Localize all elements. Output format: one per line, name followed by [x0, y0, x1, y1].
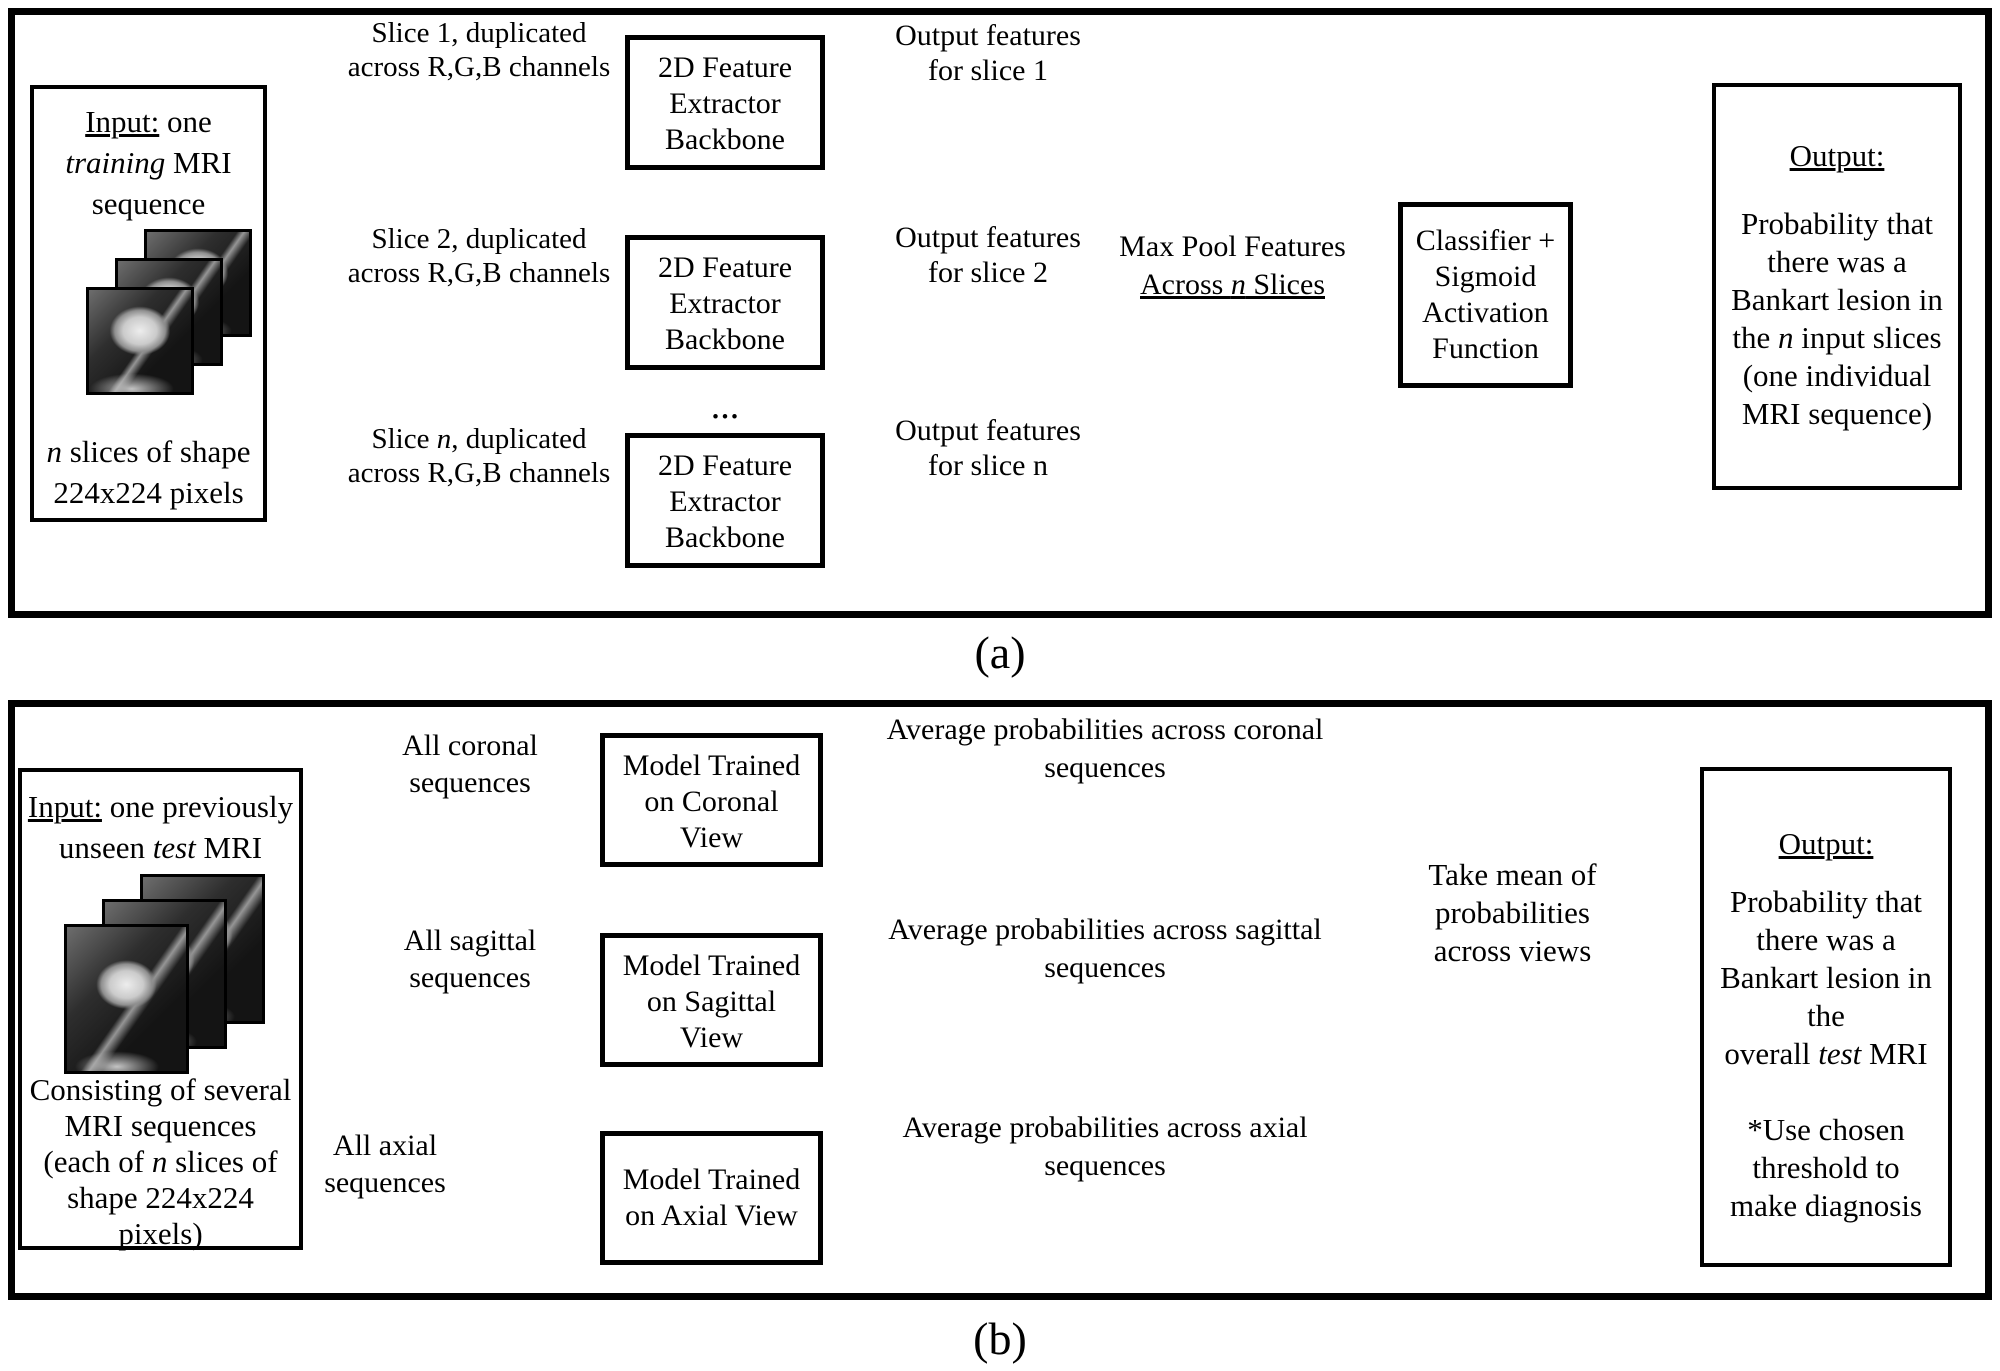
input-box-a: Input: one training MRI sequence n slice…: [30, 85, 267, 522]
output-b-note: *Use chosen threshold to make diagnosis: [1730, 1112, 1922, 1223]
mri-slice-front: [64, 924, 189, 1074]
output-a-text: Probability that there was a Bankart les…: [1731, 206, 1943, 431]
output-box-b: Output: Probability that there was a Ban…: [1700, 767, 1952, 1267]
panel-b-border: [8, 700, 1992, 1300]
output-a-heading: Output:: [1789, 138, 1885, 173]
slice-label-n: Slice n, duplicated across R,G,B channel…: [347, 423, 611, 489]
output-b-text: Probability that there was a Bankart les…: [1720, 884, 1932, 1071]
input-a-title: Input: one training MRI sequence: [65, 104, 232, 221]
panel-a-border: [8, 8, 1992, 618]
output-box-a: Output: Probability that there was a Ban…: [1712, 83, 1962, 490]
caption-b: (b): [973, 1313, 1027, 1364]
mri-stack-b: [64, 874, 269, 1074]
slice-label-2: Slice 2, duplicated across R,G,B channel…: [347, 223, 611, 289]
caption-a: (a): [974, 627, 1026, 678]
input-b-title: Input: one previously unseen test MRI: [27, 789, 294, 865]
mri-slice-front: [86, 287, 194, 395]
output-b-heading: Output:: [1778, 826, 1874, 861]
input-box-b: Input: one previously unseen test MRI Co…: [18, 768, 303, 1251]
take-mean-label: Take mean of probabilities across views: [1428, 857, 1597, 968]
input-a-footer: n slices of shape 224x224 pixels: [46, 434, 251, 510]
input-b-footer: Consisting of several MRI sequences (eac…: [29, 1072, 292, 1251]
maxpool-label: Max Pool Features Across n Slices: [1119, 230, 1346, 301]
slice-label-1: Slice 1, duplicated across R,G,B channel…: [347, 17, 611, 83]
ellipsis: ...: [710, 385, 740, 427]
mri-stack-a: [86, 229, 258, 399]
classifier-box: Classifier + Sigmoid Activation Function: [1398, 202, 1573, 388]
